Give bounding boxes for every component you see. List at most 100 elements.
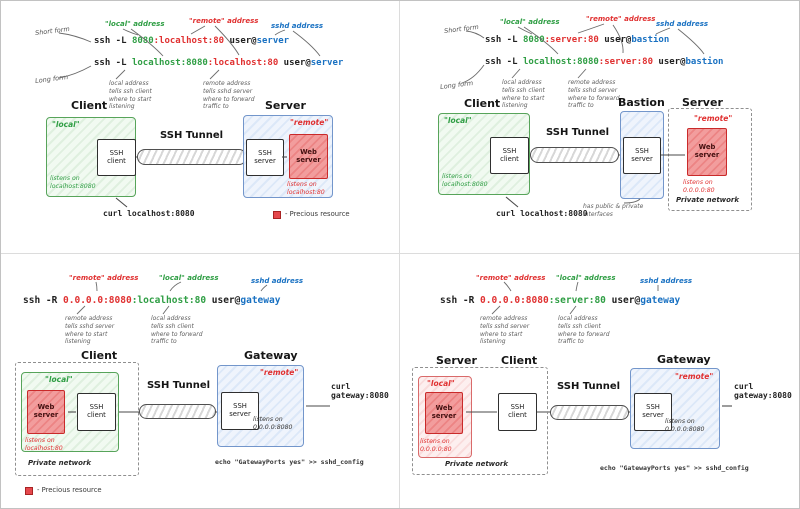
arrow-local-to-short	[122, 28, 139, 36]
web-server-box: Web server	[425, 392, 463, 434]
ssh-tunnel-label: SSH Tunnel	[557, 381, 621, 392]
cmd-sshd-host: bastion	[685, 57, 724, 67]
tunnel-pipe	[550, 405, 629, 420]
web-listens-label: listens on 0.0.0.0:80	[683, 179, 715, 195]
cmd-local-address: localhost:8080	[131, 58, 208, 68]
cmd-local-address: :localhost:80	[131, 295, 207, 306]
arrow-long-form	[58, 65, 92, 79]
client-listens-label: listens on localhost:8080	[442, 173, 488, 189]
ssh-command-short: ssh -L 8080:localhost:80 user@server	[94, 36, 289, 46]
local-zone-label: "local"	[427, 379, 455, 388]
sshd-address-label: sshd address	[271, 22, 324, 30]
cmd-user: user@	[652, 57, 686, 67]
client-title: Client	[81, 349, 118, 362]
private-network-box	[15, 362, 139, 476]
cmd-base: ssh -R	[440, 295, 481, 306]
arrow-curl-to-client	[505, 196, 519, 208]
ssh-server-box: SSH server	[623, 137, 661, 174]
ssh-server-box: SSH server	[634, 393, 672, 431]
gateway-listens-label: listens on 0.0.0.0:8080	[253, 416, 293, 432]
arrow-local-to-long	[130, 28, 164, 57]
precious-resource-swatch	[273, 211, 281, 219]
ssh-client-box: SSH client	[498, 393, 537, 431]
local-address-note: local address tells ssh client where to …	[502, 79, 545, 110]
curl-command: curl localhost:8080	[103, 209, 195, 218]
arrow-note-local	[115, 69, 126, 80]
arrow-note-local	[569, 305, 577, 315]
server-title: Server	[265, 99, 306, 112]
local-address-label: "local" address	[500, 18, 560, 26]
panel-divider-horizontal	[1, 253, 799, 254]
cmd-remote-address: 0.0.0.0:8080	[480, 295, 549, 306]
private-network-box	[412, 367, 548, 475]
sshd-address-label: sshd address	[656, 20, 709, 28]
arrow-curl-to-client	[115, 197, 128, 208]
ssh-command-long: ssh -L localhost:8080:server:80 user@bas…	[485, 57, 723, 67]
local-address-label: "local" address	[556, 274, 616, 282]
local-address-label: "local" address	[105, 20, 165, 28]
cmd-user: user@	[206, 295, 241, 306]
ssh-client-box: SSH client	[490, 137, 529, 174]
sshd-address-label: sshd address	[251, 277, 304, 285]
arrows-layer	[68, 281, 330, 413]
ssh-command-short: ssh -L 8080:server:80 user@bastion	[485, 35, 669, 45]
arrow-interfaces-note	[623, 198, 641, 204]
cmd-local-address: 8080	[522, 35, 545, 45]
sshd-config-command: echo "GatewayPorts yes" >> sshd_config	[215, 458, 364, 466]
curl-command: curl gateway:8080	[734, 382, 792, 400]
ssh-command-long: ssh -L localhost:8080:localhost:80 user@…	[94, 58, 343, 68]
panel-local-port-forwarding: "local" address "remote" address sshd ad…	[1, 1, 399, 254]
arrow-remote-to-short	[190, 25, 206, 35]
arrow-long-form	[461, 64, 485, 84]
cmd-base: ssh -L	[94, 58, 132, 68]
ssh-command: ssh -R 0.0.0.0:8080:server:80 user@gatew…	[440, 295, 680, 306]
arrow-local-to-cmd	[575, 281, 579, 292]
local-address-note: local address tells ssh client where to …	[558, 315, 610, 346]
cmd-sshd-host: bastion	[631, 35, 670, 45]
arrow-note-remote	[76, 305, 86, 315]
private-network-label: Private network	[28, 459, 92, 467]
remote-address-note: remote address tells sshd server where t…	[65, 315, 115, 346]
cmd-base: ssh -L	[485, 35, 523, 45]
bastion-note: has public & private interfaces	[583, 203, 644, 218]
arrow-sshd-to-long	[677, 28, 705, 55]
server-title: Server	[682, 96, 723, 109]
arrow-remote-to-cmd	[503, 281, 512, 292]
cmd-local-address: 8080	[131, 36, 154, 46]
arrow-sshd-to-short	[655, 27, 671, 35]
ssh-tunnel-label: SSH Tunnel	[160, 130, 224, 141]
arrow-local-to-short	[517, 26, 533, 35]
gateway-title: Gateway	[244, 349, 298, 362]
curl-command: curl gateway:8080	[331, 382, 389, 400]
local-address-note: local address tells ssh client where to …	[109, 80, 152, 111]
remote-address-note: remote address tells sshd server where t…	[568, 79, 620, 110]
arrow-remote-to-short	[577, 23, 605, 34]
ssh-client-box: SSH client	[77, 393, 116, 431]
panel-local-forwarding-bastion: "local" address "remote" address sshd ad…	[400, 1, 798, 254]
remote-zone-label: "remote"	[260, 368, 299, 377]
arrow-short-form	[58, 32, 92, 43]
tunnel-pipe	[530, 147, 619, 163]
ssh-tunnel-label: SSH Tunnel	[546, 127, 610, 138]
web-listens-label: listens on localhost:80	[287, 181, 325, 197]
arrow-note-remote	[209, 69, 220, 80]
private-network-label: Private network	[676, 196, 740, 204]
remote-zone-label: "remote"	[290, 118, 329, 127]
cmd-user: user@	[278, 58, 311, 68]
client-title: Client	[501, 354, 538, 367]
remote-address-label: "remote" address	[189, 17, 259, 25]
remote-zone-label: "remote"	[675, 372, 714, 381]
bastion-title: Bastion	[618, 96, 665, 109]
arrow-note-local	[511, 68, 521, 79]
arrow-sshd-to-short	[274, 29, 286, 36]
remote-zone-label: "remote"	[694, 114, 733, 123]
cmd-sshd-host: server	[310, 58, 344, 68]
cmd-local-address: :server:80	[548, 295, 606, 306]
arrow-remote-to-cmd	[95, 281, 98, 292]
web-server-box: Web server	[289, 134, 328, 179]
cmd-base: ssh -L	[485, 57, 523, 67]
remote-address-label: "remote" address	[476, 274, 546, 282]
private-network-label: Private network	[445, 460, 509, 468]
ssh-tunnel-label: SSH Tunnel	[147, 380, 211, 391]
curl-command: curl localhost:8080	[496, 209, 588, 218]
